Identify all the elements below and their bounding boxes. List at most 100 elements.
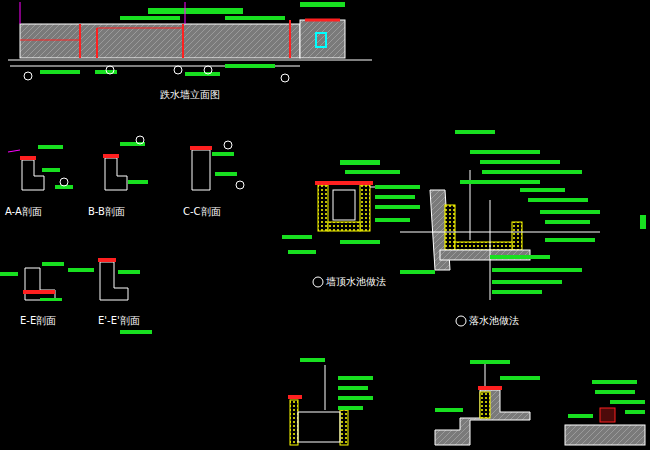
green-bar: [375, 205, 420, 209]
leader: [185, 2, 186, 24]
green-bar: [215, 172, 237, 176]
green-bar: [38, 145, 63, 149]
section-mark: [281, 74, 289, 82]
green-bar: [185, 72, 220, 76]
base-section: [565, 425, 645, 445]
green-bar: [288, 250, 316, 254]
step-section: [435, 390, 530, 445]
green-bar: [338, 386, 368, 390]
green-bar: [40, 70, 80, 74]
coping: [103, 154, 119, 158]
leader: [325, 365, 326, 410]
callout-circle: [236, 181, 244, 189]
sections: [0, 136, 244, 334]
green-bar: [225, 16, 285, 20]
section-outline: [192, 150, 210, 190]
green-bar: [492, 268, 582, 272]
green-bar: [540, 210, 600, 214]
ground-line: [8, 60, 372, 61]
pool-inner: [333, 190, 355, 220]
green-bar: [120, 16, 180, 20]
leader: [8, 150, 20, 152]
section-title: C-C剖面: [183, 206, 221, 218]
green-bar: [345, 170, 400, 174]
detail-mark: [456, 316, 466, 326]
coping: [20, 156, 36, 160]
green-bar: [595, 390, 635, 394]
green-bar: [300, 2, 345, 7]
elevation: [8, 2, 372, 82]
green-bar: [40, 298, 62, 301]
green-bar: [435, 408, 463, 412]
pool-base: [328, 222, 360, 231]
green-bar: [400, 270, 435, 274]
green-bar: [470, 150, 540, 154]
green-bar: [545, 238, 595, 242]
section-outline: [105, 158, 127, 190]
green-bar: [625, 410, 645, 414]
coping: [23, 290, 55, 294]
callout-circle: [60, 178, 68, 186]
lower-details: [288, 358, 645, 445]
green-bar: [375, 218, 410, 222]
joint: [79, 24, 81, 58]
section-outline: [22, 160, 44, 190]
leader: [490, 200, 491, 300]
section-mark: [174, 66, 182, 74]
green-bar: [128, 180, 148, 184]
callout-circle: [224, 141, 232, 149]
green-bar: [545, 220, 590, 224]
coping: [288, 395, 302, 399]
green-bar: [375, 195, 415, 199]
green-bar: [340, 240, 380, 244]
section-mark: [204, 66, 212, 74]
concrete-wall: [445, 205, 455, 250]
leader: [485, 364, 486, 386]
joint: [182, 24, 184, 58]
section-title: 墙顶水池做法: [326, 276, 386, 288]
section-title: E'-E'剖面: [98, 315, 140, 327]
green-bar: [490, 255, 550, 259]
green-bar: [300, 358, 325, 362]
section-outline: [25, 268, 55, 300]
concrete-wall: [340, 410, 348, 445]
green-bar: [492, 290, 542, 294]
green-bar: [480, 160, 560, 164]
concrete-wall: [512, 222, 522, 250]
coping: [305, 19, 340, 22]
outlet: [316, 33, 326, 47]
joint: [96, 28, 98, 58]
joint: [20, 40, 80, 41]
section-outline: [100, 262, 128, 300]
coping: [478, 386, 502, 390]
joint: [289, 20, 291, 58]
pool-base: [455, 242, 512, 250]
concrete-wall: [290, 400, 298, 445]
green-bar: [118, 270, 140, 274]
green-bar: [338, 376, 373, 380]
green-bar: [338, 406, 363, 410]
green-bar: [148, 8, 243, 14]
green-bar: [340, 160, 380, 165]
green-bar: [42, 262, 64, 266]
green-bar: [225, 64, 275, 68]
green-bar: [120, 330, 152, 334]
green-bar: [68, 268, 94, 272]
wall-face: [20, 24, 300, 58]
green-bar: [282, 235, 312, 239]
water-line: [400, 232, 600, 233]
green-bar: [460, 180, 540, 184]
green-bar: [482, 170, 582, 174]
green-bar: [492, 280, 562, 284]
green-bar: [610, 400, 645, 404]
leader: [370, 187, 375, 188]
section-title: E-E剖面: [20, 315, 56, 327]
green-bar: [568, 414, 593, 418]
concrete-wall: [360, 185, 370, 231]
callout-circle: [136, 136, 144, 144]
coping: [190, 146, 212, 150]
green-bar: [375, 185, 420, 189]
section-title: B-B剖面: [88, 206, 125, 218]
green-bar: [528, 198, 588, 202]
